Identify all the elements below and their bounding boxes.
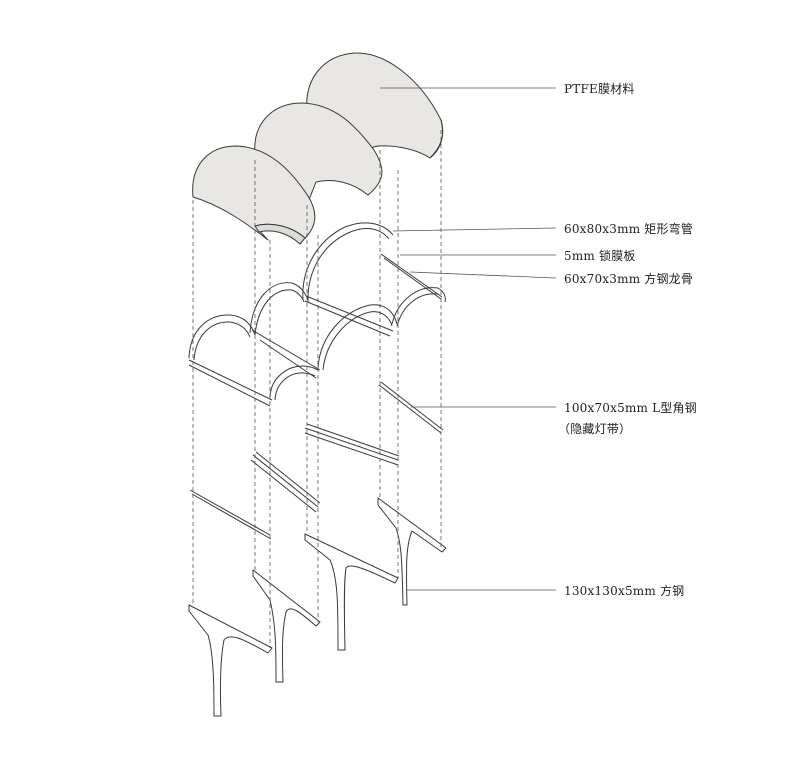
membrane-panel-front-fold: [254, 223, 306, 245]
rect-tube-arch-front-left: [188, 314, 256, 359]
leader-keel: [409, 271, 557, 279]
square-steel-column-mid-left: [252, 569, 321, 683]
membrane-panel-back-edge: [429, 119, 444, 159]
rect-tube-arch-back: [302, 222, 394, 301]
square-steel-columns: [188, 497, 447, 717]
angle-steel-left: [250, 451, 321, 513]
rect-tube-arch-mid-right: [317, 304, 398, 369]
label-angle-steel: 100x70x5mm L型角钢: [564, 401, 697, 415]
keel-front-left-2: [188, 364, 271, 407]
label-rect-tube: 60x80x3mm 矩形弯管: [564, 222, 694, 236]
rect-tube-arch-front-left-inner: [193, 321, 251, 361]
alignment-dash-lines: [192, 130, 442, 648]
label-ptfe-membrane: PTFE膜材料: [564, 82, 635, 96]
square-steel-column-front: [188, 604, 273, 717]
ptfe-membrane-group: [192, 52, 444, 245]
rect-tube-arch-mid-right-inner: [322, 311, 393, 371]
rect-tube-arch-back-inner: [307, 228, 390, 303]
arched-frame-group: [188, 222, 446, 407]
membrane-panel-front: [192, 145, 316, 241]
keel-back-mid-2: [304, 300, 391, 337]
angle-steel-right: [378, 381, 444, 434]
keel-mid-mid: [259, 339, 317, 379]
rect-tube-arch-right-inner: [396, 293, 439, 327]
label-lock-plate: 5mm 锁膜板: [564, 249, 636, 263]
rect-tube-arch-mid-left: [249, 282, 309, 334]
rect-tube-arch-front-right-inner: [274, 372, 316, 401]
rect-tube-arch-mid-left-inner: [254, 289, 305, 336]
keel-mid-left: [251, 329, 321, 371]
leader-lines: [380, 87, 557, 591]
rect-tube-arch-front-right: [269, 365, 319, 399]
keel-back-right-2: [383, 257, 442, 300]
label-keel: 60x70x3mm 方钢龙骨: [564, 272, 694, 286]
rect-tube-arch-right: [391, 287, 446, 325]
square-steel-column-back-mid: [304, 533, 399, 651]
angle-steel-front: [189, 489, 272, 540]
angle-steel-mid: [304, 423, 400, 466]
keel-back-mid: [305, 295, 394, 332]
label-hidden-light: （隐藏灯带）: [558, 422, 632, 436]
square-steel-column-back-right: [377, 497, 447, 606]
keel-front-left: [188, 359, 273, 401]
label-square-steel: 130x130x5mm 方钢: [564, 584, 685, 598]
angle-steel-group: [189, 381, 444, 540]
leader-rect-tube: [392, 227, 557, 232]
keel-back-right: [380, 253, 443, 298]
